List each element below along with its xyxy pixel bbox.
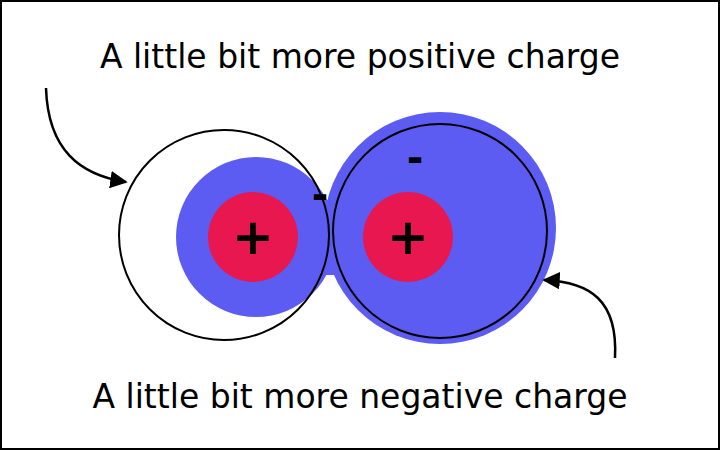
positive-region-outline [119, 130, 329, 340]
negative-region-outline [333, 124, 547, 338]
callout-text: A little bit more negative charge [92, 379, 627, 415]
nucleus: + [363, 192, 453, 282]
charge-sign: - [312, 173, 329, 217]
leader-arrow [544, 280, 615, 358]
charge-sign: - [407, 136, 424, 180]
nucleus: + [208, 192, 298, 282]
leader-arrow [46, 88, 126, 182]
callout-text: A little bit more positive charge [100, 39, 620, 75]
electron-cloud [176, 112, 556, 344]
charge-sign: + [387, 212, 429, 262]
charge-sign: + [232, 212, 274, 262]
nucleus-circle [208, 192, 298, 282]
nucleus-circle [363, 192, 453, 282]
